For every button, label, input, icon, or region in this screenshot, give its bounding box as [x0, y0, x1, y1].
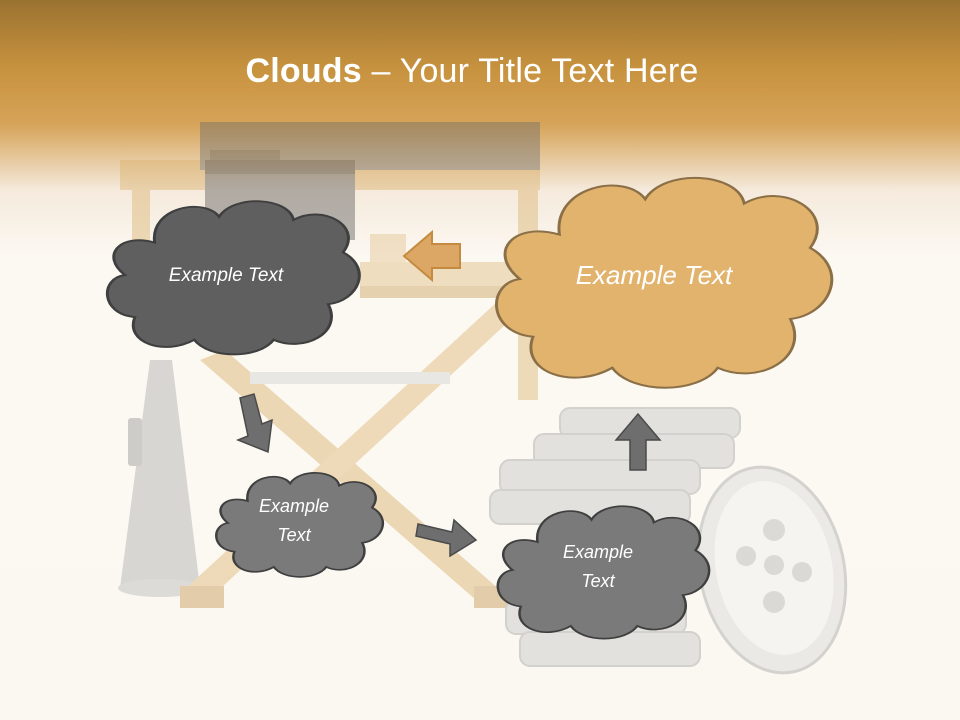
- cloud-dark[interactable]: Example Text: [107, 201, 359, 354]
- cloud-gray-right-line1: Example: [563, 542, 633, 562]
- title-separator: –: [361, 52, 400, 90]
- arrow-up-icon: [614, 412, 662, 471]
- arrow-left-icon: [402, 229, 461, 283]
- slide-title[interactable]: Clouds – Your Title Text Here: [0, 52, 944, 91]
- cloud-gray-right-line2: Text: [581, 571, 615, 591]
- title-rest: Your Title Text Here: [399, 52, 699, 90]
- arrow-down-right-icon: [235, 393, 273, 454]
- cloud-gray-right[interactable]: Example Text: [498, 506, 709, 638]
- arrow-right-icon: [415, 518, 478, 558]
- film-reel-icon: [696, 465, 848, 675]
- cloud-tan[interactable]: Example Text: [496, 178, 831, 388]
- cloud-gray-left[interactable]: Example Text: [216, 473, 383, 577]
- cloud-dark-text: Example Text: [169, 265, 284, 286]
- megaphone-icon: [118, 360, 202, 597]
- title-bold: Clouds: [245, 52, 362, 90]
- cloud-gray-left-line2: Text: [277, 525, 311, 545]
- cloud-tan-text: Example Text: [576, 260, 734, 290]
- cloud-gray-left-line1: Example: [259, 496, 329, 516]
